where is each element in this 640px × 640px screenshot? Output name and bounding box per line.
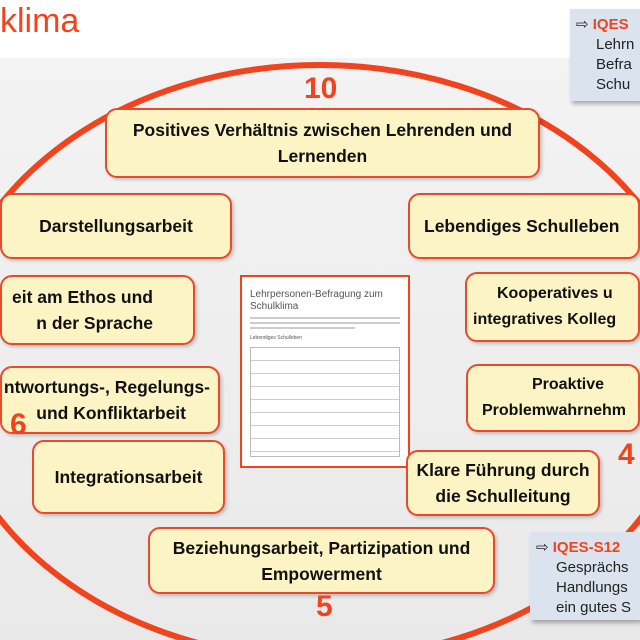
callout-top: ⇨ IQES Lehrn Befra Schu bbox=[570, 9, 640, 101]
box-regelungsarbeit: ntwortungs-, Regelungs-und Konfliktarbei… bbox=[0, 366, 220, 434]
doc-table bbox=[250, 347, 400, 457]
box-kollegium: Kooperatives u integratives Kolleg bbox=[465, 272, 640, 342]
number-5: 5 bbox=[316, 590, 333, 623]
box-line: Problemwahrnehm bbox=[482, 402, 627, 419]
box-line: Kooperatives u bbox=[497, 285, 613, 302]
box-line: und Konfliktarbeit bbox=[36, 403, 186, 423]
box-fuehrung: Klare Führung durch die Schulleitung bbox=[406, 450, 600, 516]
box-positive-relationship: Positives Verhältnis zwischen Lehrenden … bbox=[105, 108, 540, 178]
callout-line: ein gutes S bbox=[556, 599, 632, 616]
box-ethos: eit am Ethos und n der Sprache bbox=[0, 275, 195, 345]
number-6: 6 bbox=[10, 408, 27, 441]
number-10: 10 bbox=[304, 72, 338, 105]
slide-title: klima bbox=[0, 2, 80, 40]
number-4: 4 bbox=[618, 438, 635, 471]
doc-title: Lehrpersonen-Befragung zum Schulklima bbox=[250, 289, 383, 312]
arrow-right-icon: ⇨ bbox=[576, 16, 589, 33]
box-line: Beziehungsarbeit, Partizipation und bbox=[172, 537, 471, 558]
box-line: eit am Ethos und bbox=[12, 287, 153, 307]
box-integrationsarbeit: Integrationsarbeit bbox=[32, 440, 225, 514]
callout-line: Lehrn bbox=[596, 36, 635, 53]
callout-heading: IQES bbox=[592, 16, 629, 33]
box-line: Proaktive bbox=[532, 376, 605, 393]
callout-line: Handlungs bbox=[556, 579, 628, 596]
box-line: Empowerment bbox=[261, 563, 382, 584]
box-line: die Schulleitung bbox=[435, 486, 571, 506]
callout-heading: IQES-S12 bbox=[552, 539, 621, 556]
callout-line: Gesprächs bbox=[556, 559, 629, 576]
box-line: Klare Führung durch bbox=[416, 460, 590, 480]
box-line: integratives Kolleg bbox=[473, 311, 617, 328]
callout-bottom: ⇨ IQES-S12 Gesprächs Handlungs ein gutes… bbox=[530, 532, 640, 620]
questionnaire-thumbnail: Lehrpersonen-Befragung zum Schulklima Le… bbox=[240, 275, 410, 468]
box-schulleben: Lebendiges Schulleben bbox=[408, 193, 640, 259]
callout-line: Befra bbox=[596, 56, 632, 73]
callout-line: Schu bbox=[596, 76, 631, 93]
arrow-right-icon: ⇨ bbox=[536, 539, 549, 556]
box-line: ntwortungs-, Regelungs- bbox=[3, 377, 210, 397]
box-line: n der Sprache bbox=[36, 313, 153, 333]
box-darstellungsarbeit: Darstellungsarbeit bbox=[0, 193, 232, 259]
doc-section: Lebendiges Schulleben bbox=[250, 335, 302, 341]
